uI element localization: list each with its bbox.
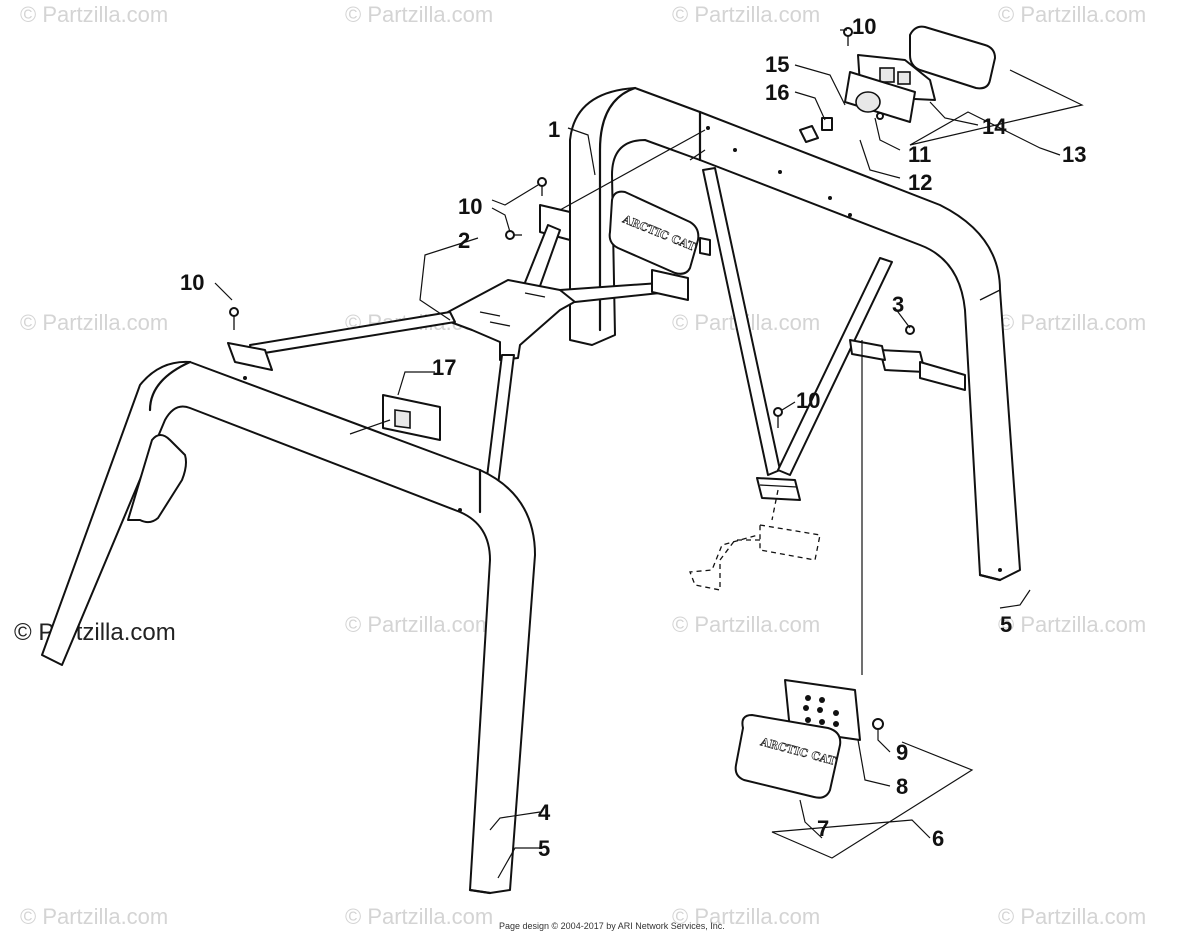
watermark-text: © Partzilla.com xyxy=(998,310,1146,335)
callout-10-left: 10 xyxy=(180,270,204,295)
callout-10-center: 10 xyxy=(796,388,820,413)
watermark-text: © Partzilla.com xyxy=(20,310,168,335)
callout-17: 17 xyxy=(432,355,456,380)
watermark-text: © Partzilla.com xyxy=(20,2,168,27)
light-assembly xyxy=(799,25,996,143)
callout-9: 9 xyxy=(896,740,908,765)
support-brace xyxy=(227,204,689,503)
watermark-text: © Partzilla.com xyxy=(998,904,1146,929)
mirror xyxy=(349,394,441,441)
callout-8: 8 xyxy=(896,774,908,799)
watermark-main: © Partzilla.com xyxy=(14,619,176,646)
callout-15: 15 xyxy=(765,52,789,77)
watermark-text: © Partzilla.com xyxy=(345,904,493,929)
callout-5-rear: 5 xyxy=(1000,612,1012,637)
callout-12: 12 xyxy=(908,170,932,195)
watermark-text: © Partzilla.com xyxy=(345,2,493,27)
watermark-text: © Partzilla.com xyxy=(672,612,820,637)
watermark-text: © Partzilla.com xyxy=(672,904,820,929)
callout-7: 7 xyxy=(817,816,829,841)
callout-10-top: 10 xyxy=(852,14,876,39)
callout-10-brace: 10 xyxy=(458,194,482,219)
watermark-text: © Partzilla.com xyxy=(998,2,1146,27)
callout-4: 4 xyxy=(538,800,551,825)
watermark-layer: © Partzilla.com © Partzilla.com © Partzi… xyxy=(14,2,1146,929)
footer-copyright: Page design © 2004-2017 by ARI Network S… xyxy=(499,921,725,931)
leader-lines xyxy=(214,29,1084,879)
watermark-text: © Partzilla.com xyxy=(20,904,168,929)
callout-14: 14 xyxy=(982,114,1007,139)
watermark-text: © Partzilla.com xyxy=(672,2,820,27)
callout-3: 3 xyxy=(892,292,904,317)
callout-2: 2 xyxy=(458,228,470,253)
watermark-text: © Partzilla.com xyxy=(998,612,1146,637)
lower-light-assembly: ARCTIC CAT xyxy=(734,340,884,799)
callout-16: 16 xyxy=(765,80,789,105)
callout-1: 1 xyxy=(548,117,560,142)
callout-5-front: 5 xyxy=(538,836,550,861)
callout-6: 6 xyxy=(932,826,944,851)
plate-holes xyxy=(803,695,839,727)
callout-11: 11 xyxy=(908,142,931,167)
lower-bracket-dashed xyxy=(689,489,821,591)
front-roll-bar xyxy=(41,360,536,895)
cross-tube xyxy=(849,339,966,391)
watermark-text: © Partzilla.com xyxy=(345,612,493,637)
mount-holes xyxy=(706,126,1002,572)
rear-roll-bar xyxy=(569,86,1021,582)
callout-layer: 1 2 3 4 5 5 6 7 8 9 10 10 10 10 11 12 13… xyxy=(180,14,1086,861)
callout-13: 13 xyxy=(1062,142,1086,167)
rear-badge: ARCTIC CAT xyxy=(608,190,700,275)
